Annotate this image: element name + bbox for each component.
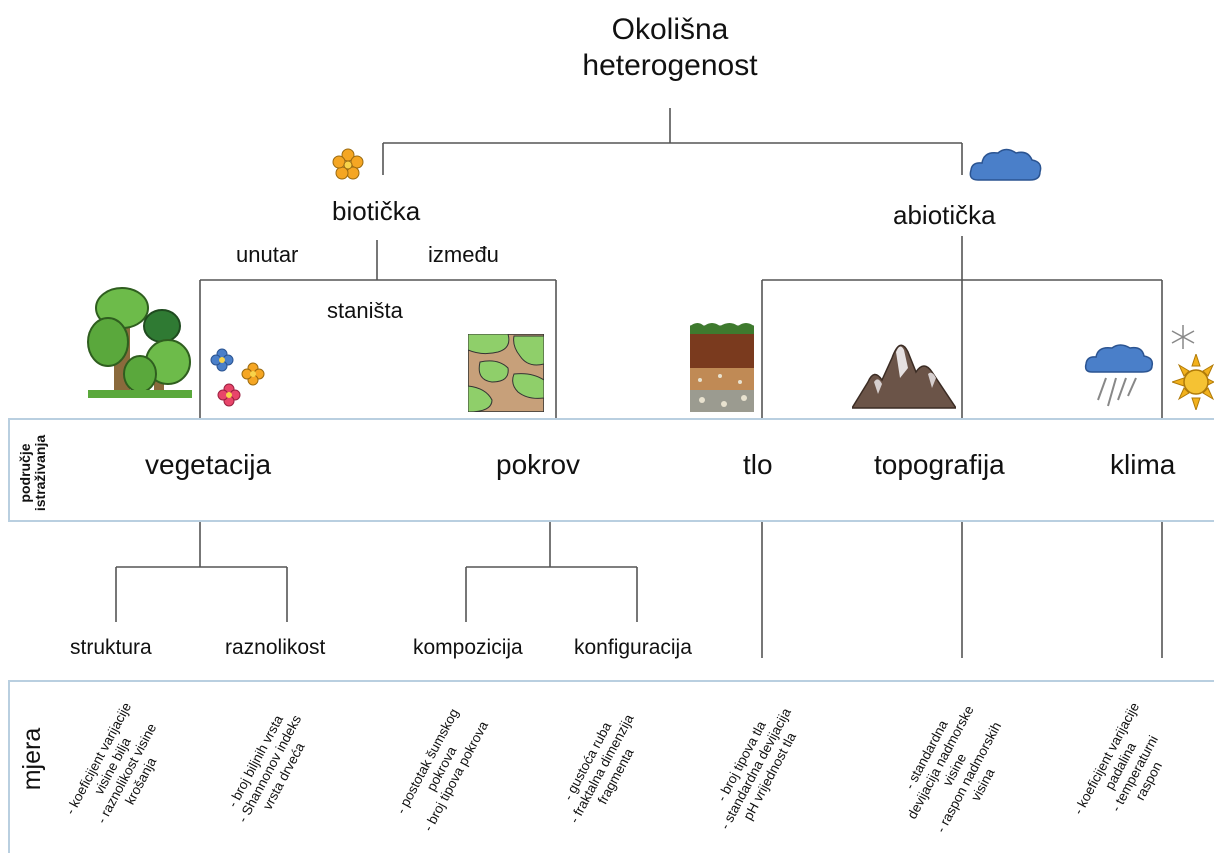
title-line-2: heterogenost <box>582 49 758 82</box>
habitat-label: staništa <box>327 298 403 323</box>
within-label: unutar <box>236 242 299 267</box>
between-label: između <box>428 242 499 267</box>
mountain-icon <box>852 344 956 409</box>
sub-diversity: raznolikost <box>225 636 326 659</box>
trees-icon <box>87 287 192 398</box>
measure-band-label: mjera <box>18 727 46 791</box>
flower-icon <box>332 148 364 180</box>
sub-composition: kompozicija <box>413 636 523 659</box>
area-cover: pokrov <box>496 449 581 480</box>
diagram-title: Okolišna heterogenost <box>530 12 810 84</box>
rain-cloud-icon <box>1084 344 1154 407</box>
measure-band-label-box: mjera <box>10 700 54 820</box>
area-vegetation: vegetacija <box>145 449 272 480</box>
cloud-icon <box>969 148 1042 181</box>
measure-band <box>8 680 1214 853</box>
soil-profile-icon <box>690 323 754 412</box>
biotic-label: biotička <box>332 196 421 226</box>
abiotic-label: abiotička <box>893 200 996 230</box>
land-cover-map-icon <box>468 334 544 412</box>
flowers-icon <box>210 348 265 407</box>
area-soil: tlo <box>743 449 773 480</box>
study-area-band-label: područje istraživanja <box>10 420 56 520</box>
study-area-label-line-1: područje <box>17 443 33 503</box>
sun-icon <box>1172 354 1214 410</box>
study-area-band <box>8 418 1214 522</box>
area-climate: klima <box>1110 449 1176 480</box>
area-topography: topografija <box>874 449 1005 480</box>
snowflake-icon <box>1171 325 1195 349</box>
sub-configuration: konfiguracija <box>574 636 692 659</box>
study-area-label-line-2: istraživanja <box>32 434 48 512</box>
title-line-1: Okolišna <box>611 13 729 46</box>
sub-structure: struktura <box>70 636 152 659</box>
